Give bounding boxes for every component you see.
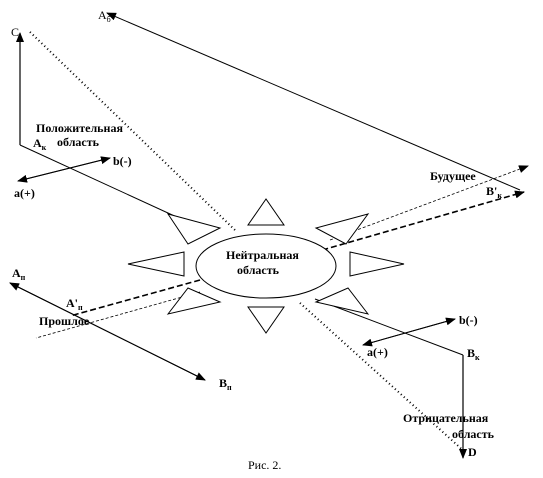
axis-a-b-upper-2 — [17, 156, 111, 182]
triangle-upper-left — [166, 213, 222, 245]
label-c: C — [11, 25, 19, 39]
label-negative-2: область — [452, 427, 495, 441]
label-b-k-sub: к — [475, 353, 480, 362]
label-b-p: Bп — [219, 376, 232, 392]
label-a-prime-sub: п — [78, 303, 83, 312]
label-b-minus-lower: b(-) — [459, 313, 478, 327]
triangle-bottom — [247, 306, 285, 334]
label-neutral-1: Нейтральная — [226, 248, 299, 262]
label-a-prime: A'п — [66, 296, 83, 312]
label-a-p-sub: п — [21, 273, 26, 282]
neutral-ellipse — [195, 233, 337, 299]
triangle-upper-right — [314, 213, 370, 245]
label-negative-1: Отрицательная — [403, 411, 489, 425]
label-a-b: Aб — [98, 8, 111, 24]
a-prime-line — [69, 279, 201, 317]
triangle-left — [127, 251, 185, 277]
label-a-b-sub: б — [107, 15, 111, 24]
past-line — [35, 291, 201, 339]
label-positive-2: область — [57, 135, 100, 149]
label-a-p: Aп — [12, 266, 26, 282]
line-a-b — [106, 12, 521, 191]
b-prime-line — [304, 190, 525, 256]
label-b-minus-upper: b(-) — [113, 154, 132, 168]
label-a-k-sub: к — [42, 143, 47, 152]
triangle-right — [349, 251, 405, 277]
figure-caption: Рис. 2. — [248, 458, 281, 472]
label-past: Прошлое — [39, 314, 90, 328]
triangle-lower-left — [166, 287, 222, 315]
label-a-plus-upper: a(+) — [14, 186, 35, 200]
label-b-p-sub: п — [227, 383, 232, 392]
line-b-k — [314, 298, 464, 356]
label-b-prime: B'к — [486, 184, 502, 200]
label-d: D — [468, 445, 477, 459]
label-b-prime-sub: к — [497, 191, 502, 200]
future-line — [329, 165, 529, 241]
line-a-p-b-p-2 — [9, 282, 206, 381]
label-a-k: Aк — [33, 136, 47, 152]
dotted-line-d — [299, 302, 467, 454]
label-b-k: Bк — [467, 346, 480, 362]
triangle-top — [247, 198, 285, 226]
label-positive-1: Положительная — [36, 121, 123, 135]
triangle-lower-right — [314, 287, 370, 315]
label-future: Будущее — [430, 169, 476, 183]
label-a-plus-lower: a(+) — [367, 345, 388, 359]
axis-a-b-lower-2 — [362, 318, 456, 347]
label-neutral-2: область — [237, 263, 280, 277]
